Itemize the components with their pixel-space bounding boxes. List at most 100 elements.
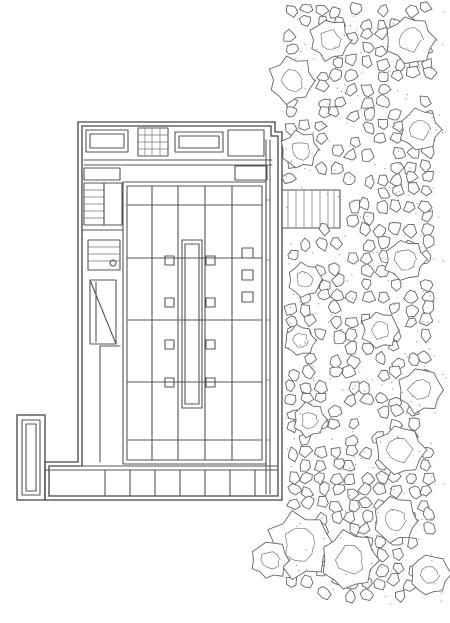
gravel-dot: [392, 23, 394, 25]
stepping-stone: [377, 405, 390, 419]
gravel-dot: [395, 192, 397, 194]
stepping-stone: [377, 174, 389, 187]
stepping-stone: [298, 445, 314, 459]
stepping-stone: [332, 57, 343, 69]
stepping-stone: [405, 473, 417, 485]
gravel-dot: [379, 126, 381, 128]
gravel-dot: [366, 20, 368, 22]
gravel-dot: [390, 570, 393, 572]
gravel-dot: [312, 380, 315, 382]
stepping-stone: [421, 223, 435, 237]
stepping-stone: [403, 289, 419, 304]
stepping-stone: [422, 171, 435, 182]
stepping-stone: [405, 65, 421, 79]
gravel-dot: [433, 301, 435, 303]
stepping-stone: [404, 4, 420, 19]
shrub-detail: [260, 551, 281, 570]
stepping-stone: [331, 161, 345, 175]
gravel-dot: [407, 47, 409, 49]
stepping-stone: [420, 1, 433, 13]
gravel-dot: [308, 189, 310, 191]
stepping-stone: [422, 233, 435, 250]
stepping-stone: [315, 4, 330, 17]
stepping-stone: [317, 288, 331, 301]
stepping-stone: [363, 239, 376, 252]
stepping-stone: [408, 417, 421, 431]
stepping-stone: [345, 328, 358, 343]
stepping-stone: [300, 486, 315, 499]
gravel-dot: [434, 483, 436, 485]
stepping-stone: [389, 172, 402, 187]
gravel-dot: [295, 58, 297, 60]
stepping-stone: [348, 499, 361, 513]
shrub-detail: [296, 270, 314, 288]
shrub-detail: [408, 120, 432, 141]
gravel-dot: [386, 118, 388, 120]
gravel-dot: [418, 520, 420, 522]
stepping-stone: [402, 200, 416, 214]
shrub-detail: [284, 527, 316, 562]
gravel-dot: [430, 553, 432, 556]
stepping-stone: [408, 485, 422, 500]
gravel-dot: [443, 11, 445, 13]
stepping-stone: [361, 263, 375, 278]
stepping-stone: [328, 67, 343, 83]
gravel-dot: [429, 384, 431, 386]
gravel-dot: [389, 488, 392, 490]
gravel-dot: [421, 320, 424, 323]
stepping-stone: [319, 481, 330, 497]
gravel-dot: [432, 187, 434, 189]
gravel-dot: [432, 145, 434, 147]
gravel-dot: [286, 206, 288, 208]
gravel-dot: [327, 193, 329, 195]
shrub: [386, 16, 438, 65]
stepping-stone: [357, 521, 371, 535]
gravel-dot: [396, 436, 398, 438]
stepping-stone: [333, 458, 346, 471]
gravel-dot: [309, 170, 311, 172]
stepping-stone: [341, 364, 357, 379]
gravel-dot: [363, 451, 365, 453]
gravel-dot: [304, 87, 306, 89]
stepping-stone: [342, 510, 356, 524]
gravel-dot: [385, 343, 387, 345]
gravel-dot: [378, 473, 380, 476]
tatami-grid: [126, 185, 263, 461]
stepping-stone: [377, 4, 389, 18]
entry-steps: [281, 189, 341, 229]
gravel-dot: [418, 538, 420, 540]
stepping-stone: [388, 365, 402, 380]
shrub-detail: [420, 566, 441, 584]
gravel-dot: [286, 182, 288, 184]
gravel-dot: [427, 194, 429, 196]
gravel-dot: [403, 492, 405, 494]
stepping-stone: [347, 488, 360, 502]
gravel-dot: [313, 58, 315, 60]
stepping-stone: [402, 224, 418, 239]
gravel-dot: [431, 560, 433, 562]
stepping-stone: [362, 509, 374, 523]
gravel-dot: [434, 412, 436, 414]
gravel-dot: [385, 258, 387, 260]
gravel-dot: [443, 483, 445, 485]
stepping-stone: [419, 279, 434, 293]
stepping-stone: [416, 350, 432, 364]
gravel-dot: [287, 448, 289, 450]
stepping-stone: [343, 473, 356, 485]
gravel-dot: [367, 384, 369, 386]
stepping-stone: [314, 79, 330, 93]
gravel-dot: [352, 388, 354, 390]
stepping-stone: [390, 69, 404, 82]
building-outline: [44, 121, 283, 501]
gravel-dot: [360, 52, 362, 54]
lower-wing: [16, 414, 279, 501]
stepping-stone: [283, 28, 297, 42]
stepping-stone: [331, 144, 345, 157]
gravel-dot: [430, 295, 432, 297]
stepping-stone: [299, 458, 311, 472]
stepping-stone: [347, 252, 360, 265]
gravel-dot: [416, 202, 418, 204]
stepping-stone: [327, 418, 341, 430]
gravel-dot: [297, 569, 299, 571]
